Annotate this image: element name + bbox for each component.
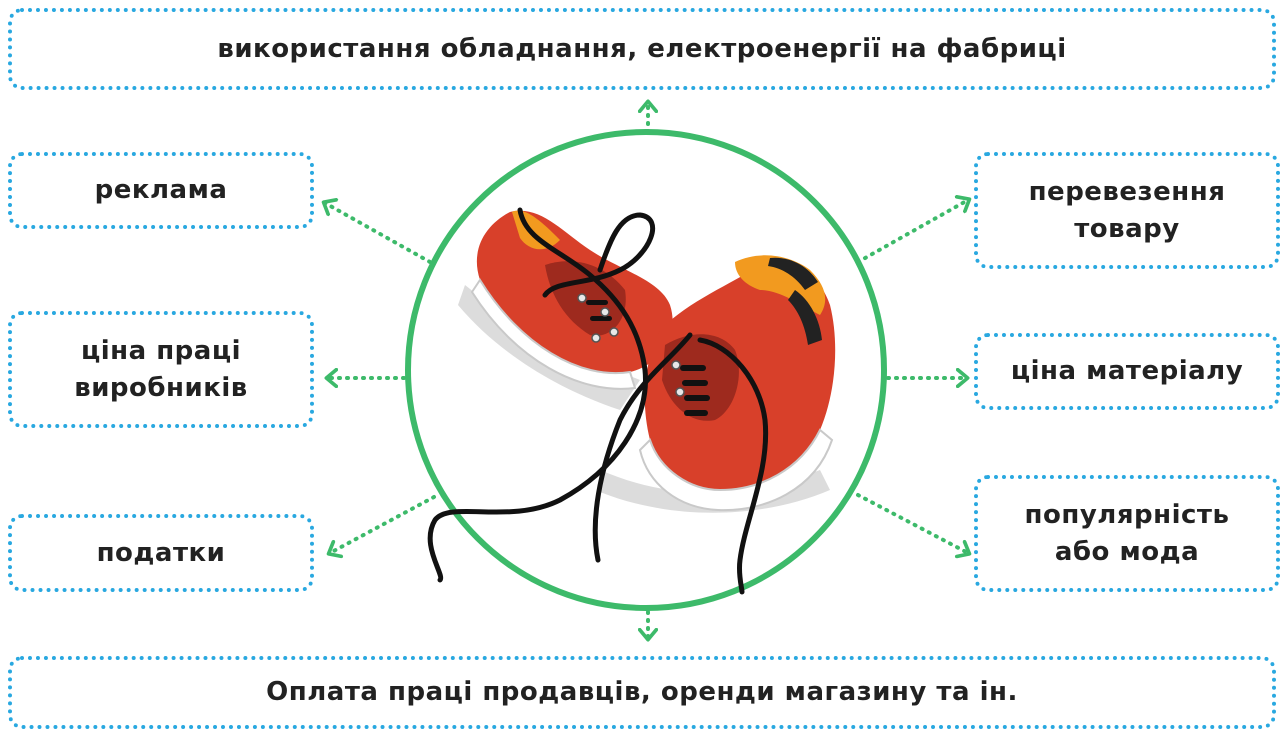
factor-box-transport: перевезення товару bbox=[974, 152, 1280, 269]
top-factor-box: використання обладнання, електроенергії … bbox=[8, 8, 1276, 90]
arrow-transport bbox=[858, 200, 968, 262]
factor-label-labor: ціна праці виробників bbox=[74, 333, 248, 406]
factor-box-material: ціна матеріалу bbox=[974, 333, 1280, 410]
factor-box-labor: ціна праці виробників bbox=[8, 311, 314, 428]
bottom-factor-label: Оплата праці продавців, оренди магазину … bbox=[266, 674, 1018, 710]
top-factor-label: використання обладнання, електроенергії … bbox=[217, 31, 1066, 67]
factor-label-transport: перевезення товару bbox=[1029, 174, 1226, 247]
arrow-popularity bbox=[858, 495, 968, 553]
factor-label-material: ціна матеріалу bbox=[1011, 353, 1243, 389]
factor-label-taxes: податки bbox=[97, 535, 226, 571]
factor-label-ads: реклама bbox=[95, 172, 228, 208]
factor-box-ads: реклама bbox=[8, 152, 314, 229]
arrow-taxes bbox=[330, 497, 434, 553]
factor-box-taxes: податки bbox=[8, 514, 314, 592]
factor-label-popularity: популярність або мода bbox=[1025, 497, 1230, 570]
factor-box-popularity: популярність або мода bbox=[974, 475, 1280, 592]
arrow-ads bbox=[325, 203, 430, 262]
bottom-factor-box: Оплата праці продавців, оренди магазину … bbox=[8, 656, 1276, 729]
